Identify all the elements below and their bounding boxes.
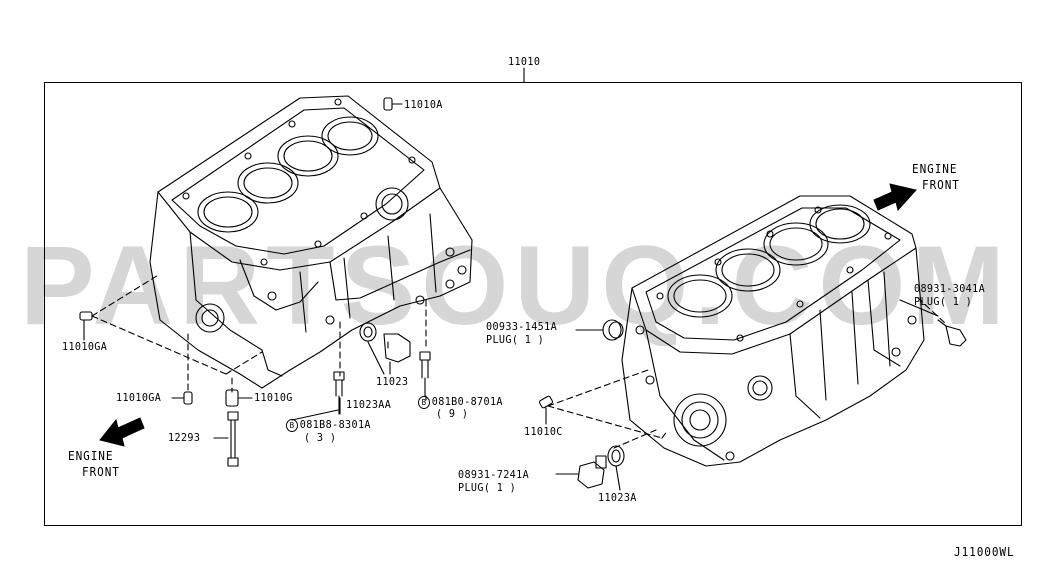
part-label-11010G: 11010G bbox=[254, 391, 293, 404]
right-small-parts bbox=[538, 319, 967, 491]
bolt-symbol-icon: B bbox=[286, 419, 298, 432]
part-label-11010A: 11010A bbox=[404, 98, 443, 111]
right-dashed-guides bbox=[547, 297, 947, 449]
engine-front-label-right-1: ENGINE bbox=[912, 162, 958, 176]
bolt-qty-081B8: ( 3 ) bbox=[304, 431, 337, 444]
part-label-11010GA-left: 11010GA bbox=[62, 340, 108, 353]
plug-desc-08931-7241A: PLUG( 1 ) bbox=[458, 481, 517, 494]
engine-front-label-right-2: FRONT bbox=[922, 178, 960, 192]
diagram-code-label: J11000WL bbox=[954, 545, 1015, 559]
right-cylinder-block bbox=[621, 195, 925, 467]
plug-code-00933-1451A: 00933-1451A bbox=[486, 320, 558, 333]
bolt-code-081B0: 081B0-8701A bbox=[431, 395, 503, 408]
plug-desc-00933-1451A: PLUG( 1 ) bbox=[486, 333, 545, 346]
part-label-11023A: 11023A bbox=[598, 491, 637, 504]
part-label-11023AA: 11023AA bbox=[346, 398, 392, 411]
left-small-parts bbox=[79, 97, 431, 467]
watermark: PARTSOUQ.COM bbox=[20, 223, 1011, 348]
bolt-symbol-icon: B bbox=[418, 396, 430, 409]
bolt-qty-081B0: ( 9 ) bbox=[436, 407, 469, 420]
arrow-icon bbox=[873, 183, 917, 212]
diagram-frame bbox=[44, 82, 1022, 526]
part-label-12293: 12293 bbox=[168, 431, 201, 444]
engine-front-label-left-1: ENGINE bbox=[68, 449, 114, 463]
bolt-code-081B8: 081B8-8301A bbox=[299, 418, 371, 431]
leader-lines bbox=[83, 299, 939, 421]
assembly-number-label: 11010 bbox=[508, 55, 541, 68]
arrow-icon bbox=[99, 417, 145, 447]
left-cylinder-block bbox=[149, 95, 473, 389]
plug-code-08931-3041A: 08931-3041A bbox=[914, 282, 986, 295]
plug-desc-08931-3041A: PLUG( 1 ) bbox=[914, 295, 973, 308]
part-label-11010C: 11010C bbox=[524, 425, 563, 438]
engine-front-label-left-2: FRONT bbox=[82, 465, 120, 479]
part-label-11010GA-bottom: 11010GA bbox=[116, 391, 162, 404]
part-label-11023: 11023 bbox=[376, 375, 409, 388]
plug-code-08931-7241A: 08931-7241A bbox=[458, 468, 530, 481]
